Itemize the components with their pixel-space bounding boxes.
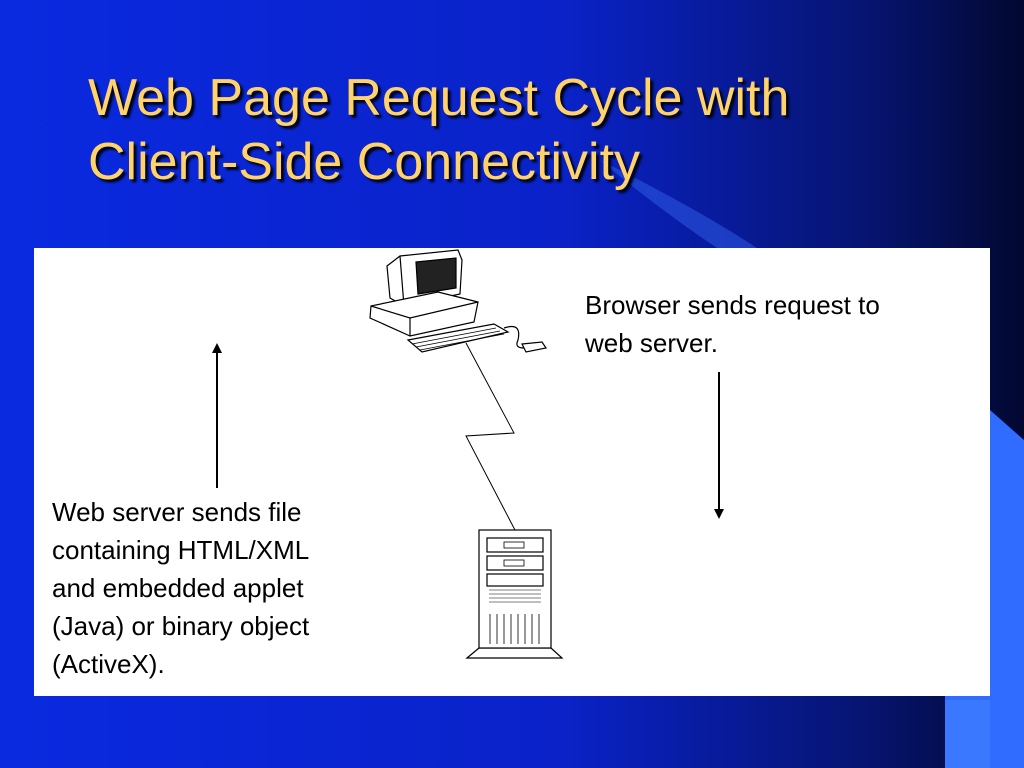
slide-title: Web Page Request Cycle with Client-Side … — [88, 66, 988, 194]
caption-line: Web server sends file — [52, 497, 302, 527]
caption-line: (ActiveX). — [52, 649, 165, 679]
network-connection-line — [465, 342, 517, 533]
diagram-art — [212, 249, 724, 659]
title-line: Client-Side Connectivity — [88, 133, 641, 191]
caption-line: (Java) or binary object — [52, 611, 310, 641]
caption-line: web server. — [585, 328, 718, 358]
desktop-computer-icon — [369, 249, 547, 353]
tower-server-icon — [465, 529, 564, 659]
title-line: Web Page Request Cycle with — [88, 69, 790, 127]
caption-line: containing HTML/XML — [52, 535, 310, 565]
response-caption: Web server sends file containing HTML/XM… — [52, 493, 309, 683]
caption-line: Browser sends request to — [585, 290, 880, 320]
request-caption: Browser sends request to web server. — [585, 286, 880, 362]
caption-line: and embedded applet — [52, 573, 304, 603]
diagram-panel: Browser sends request to web server. Web… — [34, 248, 990, 696]
